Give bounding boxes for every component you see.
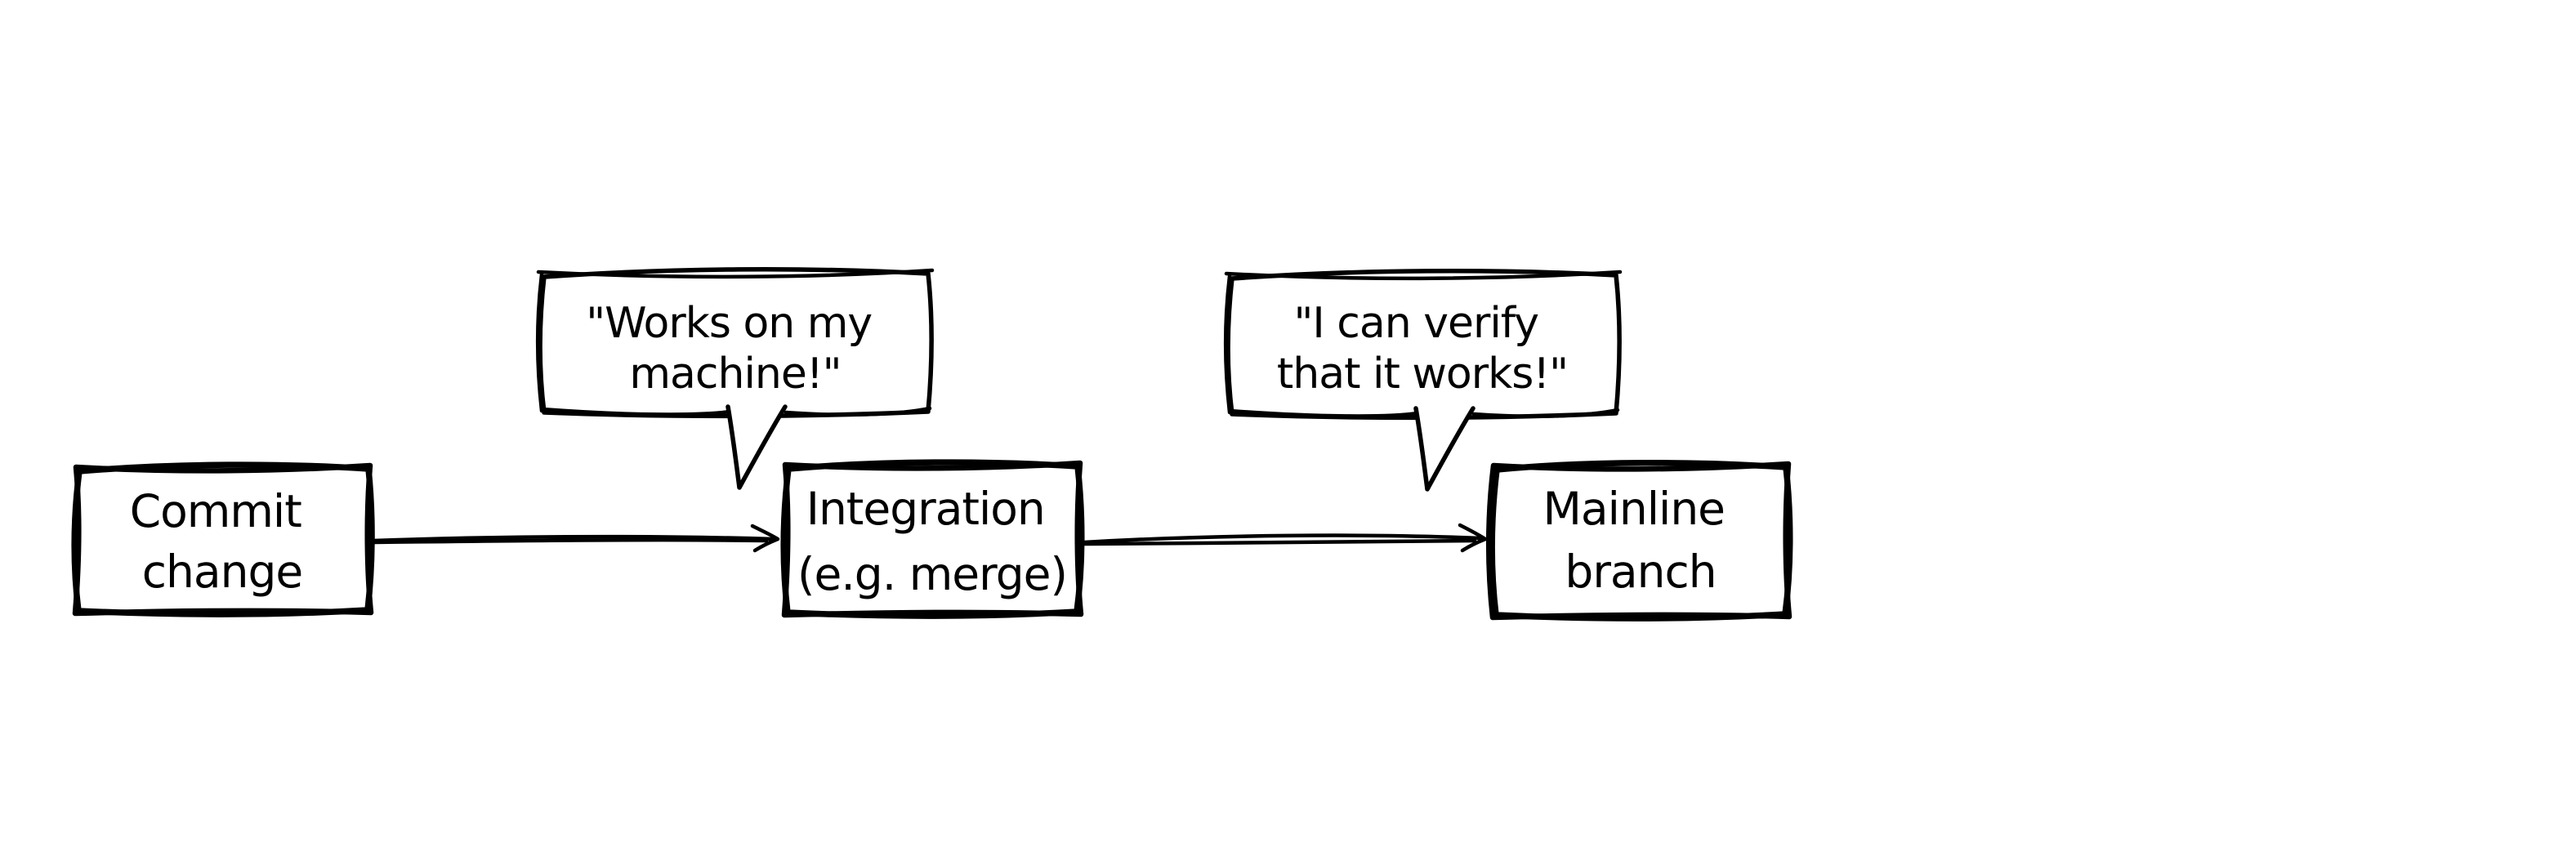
- arrow-integration-to-mainline-shaft-sketch: [1083, 538, 1477, 546]
- works-bubble-text-line-2: machine!": [629, 350, 841, 399]
- arrow-commit-to-integration-shaft-sketch: [373, 537, 769, 545]
- arrow-integration-to-mainline: [1082, 523, 1488, 553]
- integration-box-sketch-stroke: [781, 460, 1084, 618]
- arrowhead-icon: [1458, 523, 1488, 553]
- works-bubble-bottom-sketch-left: [540, 407, 732, 417]
- works-bubble-body: [538, 267, 934, 419]
- arrow-commit-to-integration: [371, 524, 780, 553]
- integration-label-line-2: (e.g. merge): [797, 548, 1067, 600]
- verify-bubble-text-line-2: that it works!": [1277, 350, 1568, 399]
- arrow-commit-to-integration-shaft: [371, 534, 776, 543]
- verify-bubble-left-sketch: [1223, 274, 1232, 415]
- node-integration: Integration (e.g. merge): [780, 459, 1085, 619]
- verify-bubble-body: [1225, 269, 1622, 421]
- works-bubble-bottom-sketch-right: [784, 406, 932, 417]
- verify-bubble-text: "I can verify that it works!": [1277, 299, 1568, 399]
- verify-bubble-tail: [1413, 406, 1476, 492]
- verify-bubble-bottom-sketch-left: [1228, 408, 1420, 418]
- works-bubble-left-sketch: [535, 272, 544, 413]
- speech-bubble-works-on-my-machine: "Works on my machine!": [535, 267, 935, 490]
- works-bubble-top-sketch: [536, 268, 935, 279]
- node-mainline-branch: Mainline branch: [1486, 459, 1793, 622]
- node-commit-change: Commit change: [71, 461, 375, 617]
- integration-label-line-1: Integration: [806, 483, 1045, 535]
- speech-bubble-i-can-verify: "I can verify that it works!": [1223, 269, 1623, 492]
- verify-bubble-text-line-1: "I can verify: [1293, 299, 1538, 348]
- works-bubble-text: "Works on my machine!": [586, 299, 884, 399]
- arrow-integration-to-mainline-shaft: [1082, 533, 1484, 545]
- works-bubble-tail: [725, 404, 788, 490]
- commit-change-label-line-2: change: [142, 546, 302, 598]
- mainline-branch-label: Mainline branch: [1542, 483, 1738, 598]
- mainline-branch-box-sketch-stroke: [1486, 461, 1792, 621]
- mainline-branch-label-line-1: Mainline: [1542, 483, 1725, 535]
- arrowhead-icon: [750, 524, 780, 553]
- verify-bubble-bottom-sketch-right: [1471, 408, 1620, 418]
- commit-change-label: Commit change: [130, 485, 315, 598]
- works-bubble-text-line-1: "Works on my: [586, 299, 872, 348]
- mainline-branch-label-line-2: branch: [1565, 546, 1716, 598]
- commit-change-box-sketch-stroke: [72, 462, 374, 617]
- commit-change-label-line-1: Commit: [130, 485, 301, 537]
- verify-bubble-top-sketch: [1224, 270, 1623, 281]
- integration-label: Integration (e.g. merge): [797, 483, 1067, 600]
